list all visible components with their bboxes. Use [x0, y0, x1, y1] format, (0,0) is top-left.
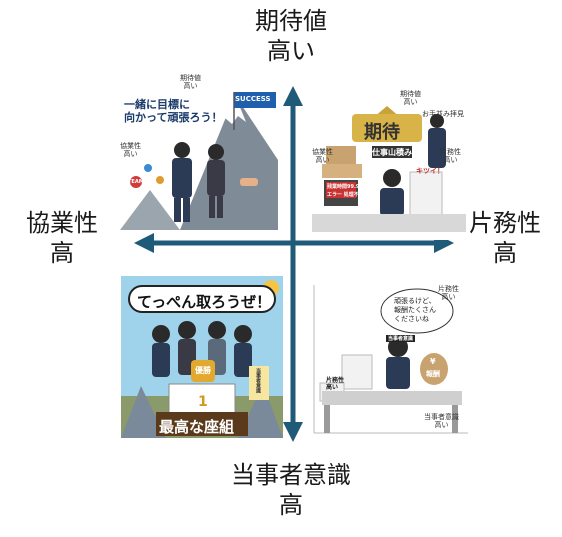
error-screen-line2: エラー 処理不能 [327, 192, 364, 198]
tr-label-top: 期待値 高い [400, 90, 421, 106]
br-label-bottom: 当事者意識 高い [424, 413, 459, 429]
headband-text: 当事者意識 [386, 335, 416, 342]
tl-label-top: 期待値 高い [180, 74, 201, 90]
arrow-up [283, 86, 303, 106]
axis-label-left: 協業性 高 [22, 208, 102, 268]
br-label-top: 片務性 高い [438, 285, 459, 301]
pile-label: 片務性 高い [326, 377, 345, 391]
arrow-left [134, 233, 154, 253]
axis-left-line1: 協業性 [26, 209, 98, 237]
teamwork-banner: 一緒に目標に 向かって頑張ろう！ [124, 98, 223, 124]
stress-text: キツイ！ [416, 167, 444, 175]
axis-label-right: 片務性 高 [460, 208, 550, 268]
quadrant-bottom-left-illustration: てっぺん取ろうぜ！ 優勝 1 最高な座組 当事者意識 [121, 276, 283, 438]
error-screen-line1: 残業時間99.9% [327, 184, 365, 190]
quadrant-bottom-right-illustration: 片務性 高い 頑張るけど、 報酬たくさん くださいね 当事者意識 片務性 高い … [312, 283, 470, 437]
axis-left-line2: 高 [50, 239, 74, 267]
axis-bottom-line2: 高 [279, 491, 303, 519]
axis-label-bottom: 当事者意識 高 [206, 460, 376, 520]
summit-banner: てっぺん取ろうぜ！ [137, 293, 272, 311]
tr-label-left: 協業性 高い [312, 148, 333, 164]
rank-number: 1 [198, 394, 208, 410]
team-plate: 最高な座組 [159, 418, 235, 436]
watcher-label: お手並み拝見 [422, 110, 464, 118]
tl-label-left: 協業性 高い [120, 142, 141, 158]
work-pile-sign: 仕事山積み [372, 148, 412, 157]
axis-top-line2: 高い [267, 37, 315, 65]
axis-right-line2: 高 [493, 239, 517, 267]
ownership-sign: 当事者意識 [255, 368, 261, 393]
axis-bottom-line1: 当事者意識 [231, 461, 351, 489]
reward-bag: 報酬 [426, 370, 440, 378]
axis-right-line1: 片務性 [469, 209, 541, 237]
success-flag: SUCCESS [235, 95, 271, 103]
yen-mark: ¥ [430, 357, 436, 366]
expectation-sign: 期待 [364, 122, 400, 143]
overload-scene [312, 106, 466, 232]
reward-bubble: 頑張るけど、 報酬たくさん くださいね [394, 297, 436, 323]
victory-scene [121, 280, 283, 438]
tr-label-right: 片務性 高い [440, 148, 461, 164]
mountain-scene [120, 92, 278, 230]
arrow-down [283, 422, 303, 442]
axis-label-top: 期待値 高い [231, 6, 351, 66]
team-badge: TEAM [128, 179, 144, 185]
quadrant-top-right-illustration: 期待 仕事山積み お手並み拝見 期待値 高い 協業性 高い 片務性 高い キツイ… [312, 86, 466, 240]
axis-top-line1: 期待値 [255, 7, 327, 35]
quadrant-top-left-illustration: 一緒に目標に 向かって頑張ろう！ SUCCESS 期待値 高い 協業性 高い T… [120, 70, 278, 230]
reward-scene [313, 285, 468, 434]
trophy-label: 優勝 [195, 366, 211, 375]
